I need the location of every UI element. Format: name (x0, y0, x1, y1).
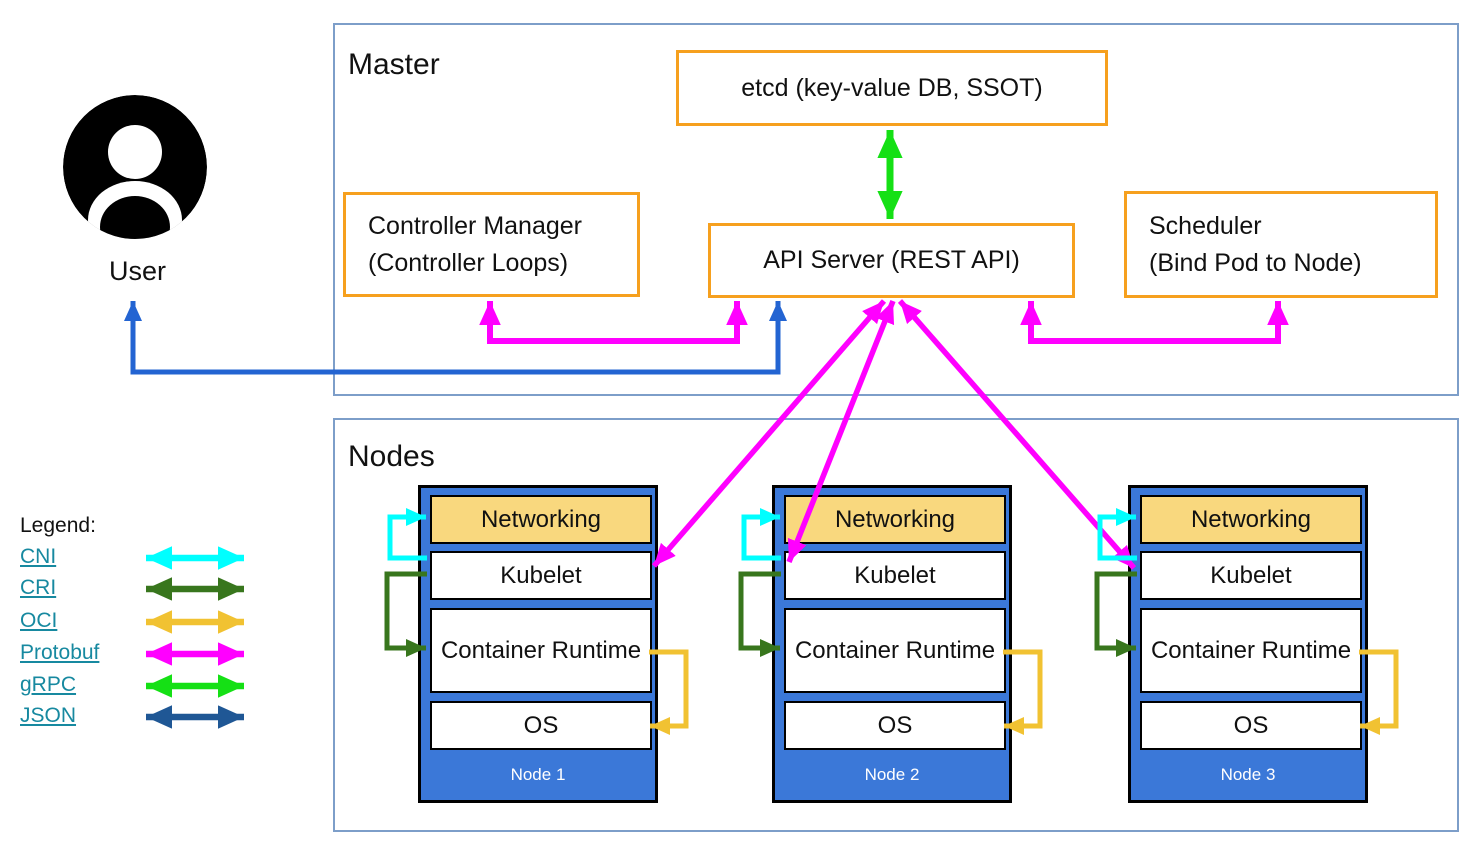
master-section-title: Master (348, 48, 440, 81)
node-1: Networking Kubelet Container Runtime OS … (418, 485, 658, 803)
node-3-kubelet-layer: Kubelet (1140, 551, 1362, 600)
node-2-os-layer: OS (784, 701, 1006, 750)
legend-title: Legend: (20, 514, 96, 537)
controller-manager-line1: Controller Manager (368, 212, 582, 241)
scheduler-box: Scheduler (Bind Pod to Node) (1124, 191, 1438, 298)
controller-manager-box: Controller Manager (Controller Loops) (343, 192, 640, 297)
legend-link-cni[interactable]: CNI (20, 545, 57, 568)
nodes-section-title: Nodes (348, 440, 435, 473)
api-server-box: API Server (REST API) (708, 223, 1075, 298)
legend-link-grpc[interactable]: gRPC (20, 673, 77, 696)
master-section-box (333, 23, 1459, 396)
legend-link-cri[interactable]: CRI (20, 576, 57, 599)
user-label: User (108, 256, 166, 286)
node-3-networking-layer: Networking (1140, 495, 1362, 544)
node-3: Networking Kubelet Container Runtime OS … (1128, 485, 1368, 803)
controller-manager-line2: (Controller Loops) (368, 248, 569, 277)
legend-link-oci[interactable]: OCI (20, 609, 58, 632)
node-2: Networking Kubelet Container Runtime OS … (772, 485, 1012, 803)
node-2-container-runtime-layer: Container Runtime (784, 608, 1006, 693)
scheduler-line2: (Bind Pod to Node) (1149, 248, 1362, 277)
node-2-kubelet-layer: Kubelet (784, 551, 1006, 600)
nodes-section-box (333, 418, 1459, 832)
node-3-os-layer: OS (1140, 701, 1362, 750)
node-1-networking-layer: Networking (430, 495, 652, 544)
legend-link-json[interactable]: JSON (20, 704, 77, 727)
etcd-label: etcd (key-value DB, SSOT) (741, 73, 1043, 102)
user-icon (63, 95, 207, 239)
etcd-box: etcd (key-value DB, SSOT) (676, 50, 1108, 126)
node-1-kubelet-layer: Kubelet (430, 551, 652, 600)
node-2-label: Node 2 (864, 765, 920, 784)
node-2-networking-layer: Networking (784, 495, 1006, 544)
api-server-label: API Server (REST API) (763, 246, 1020, 274)
node-3-container-runtime-layer: Container Runtime (1140, 608, 1362, 693)
node-1-os-layer: OS (430, 701, 652, 750)
node-1-container-runtime-layer: Container Runtime (430, 608, 652, 693)
legend-link-protobuf[interactable]: Protobuf (20, 641, 100, 664)
node-1-label: Node 1 (510, 765, 566, 784)
node-3-label: Node 3 (1220, 765, 1276, 784)
scheduler-line1: Scheduler (1149, 212, 1262, 241)
